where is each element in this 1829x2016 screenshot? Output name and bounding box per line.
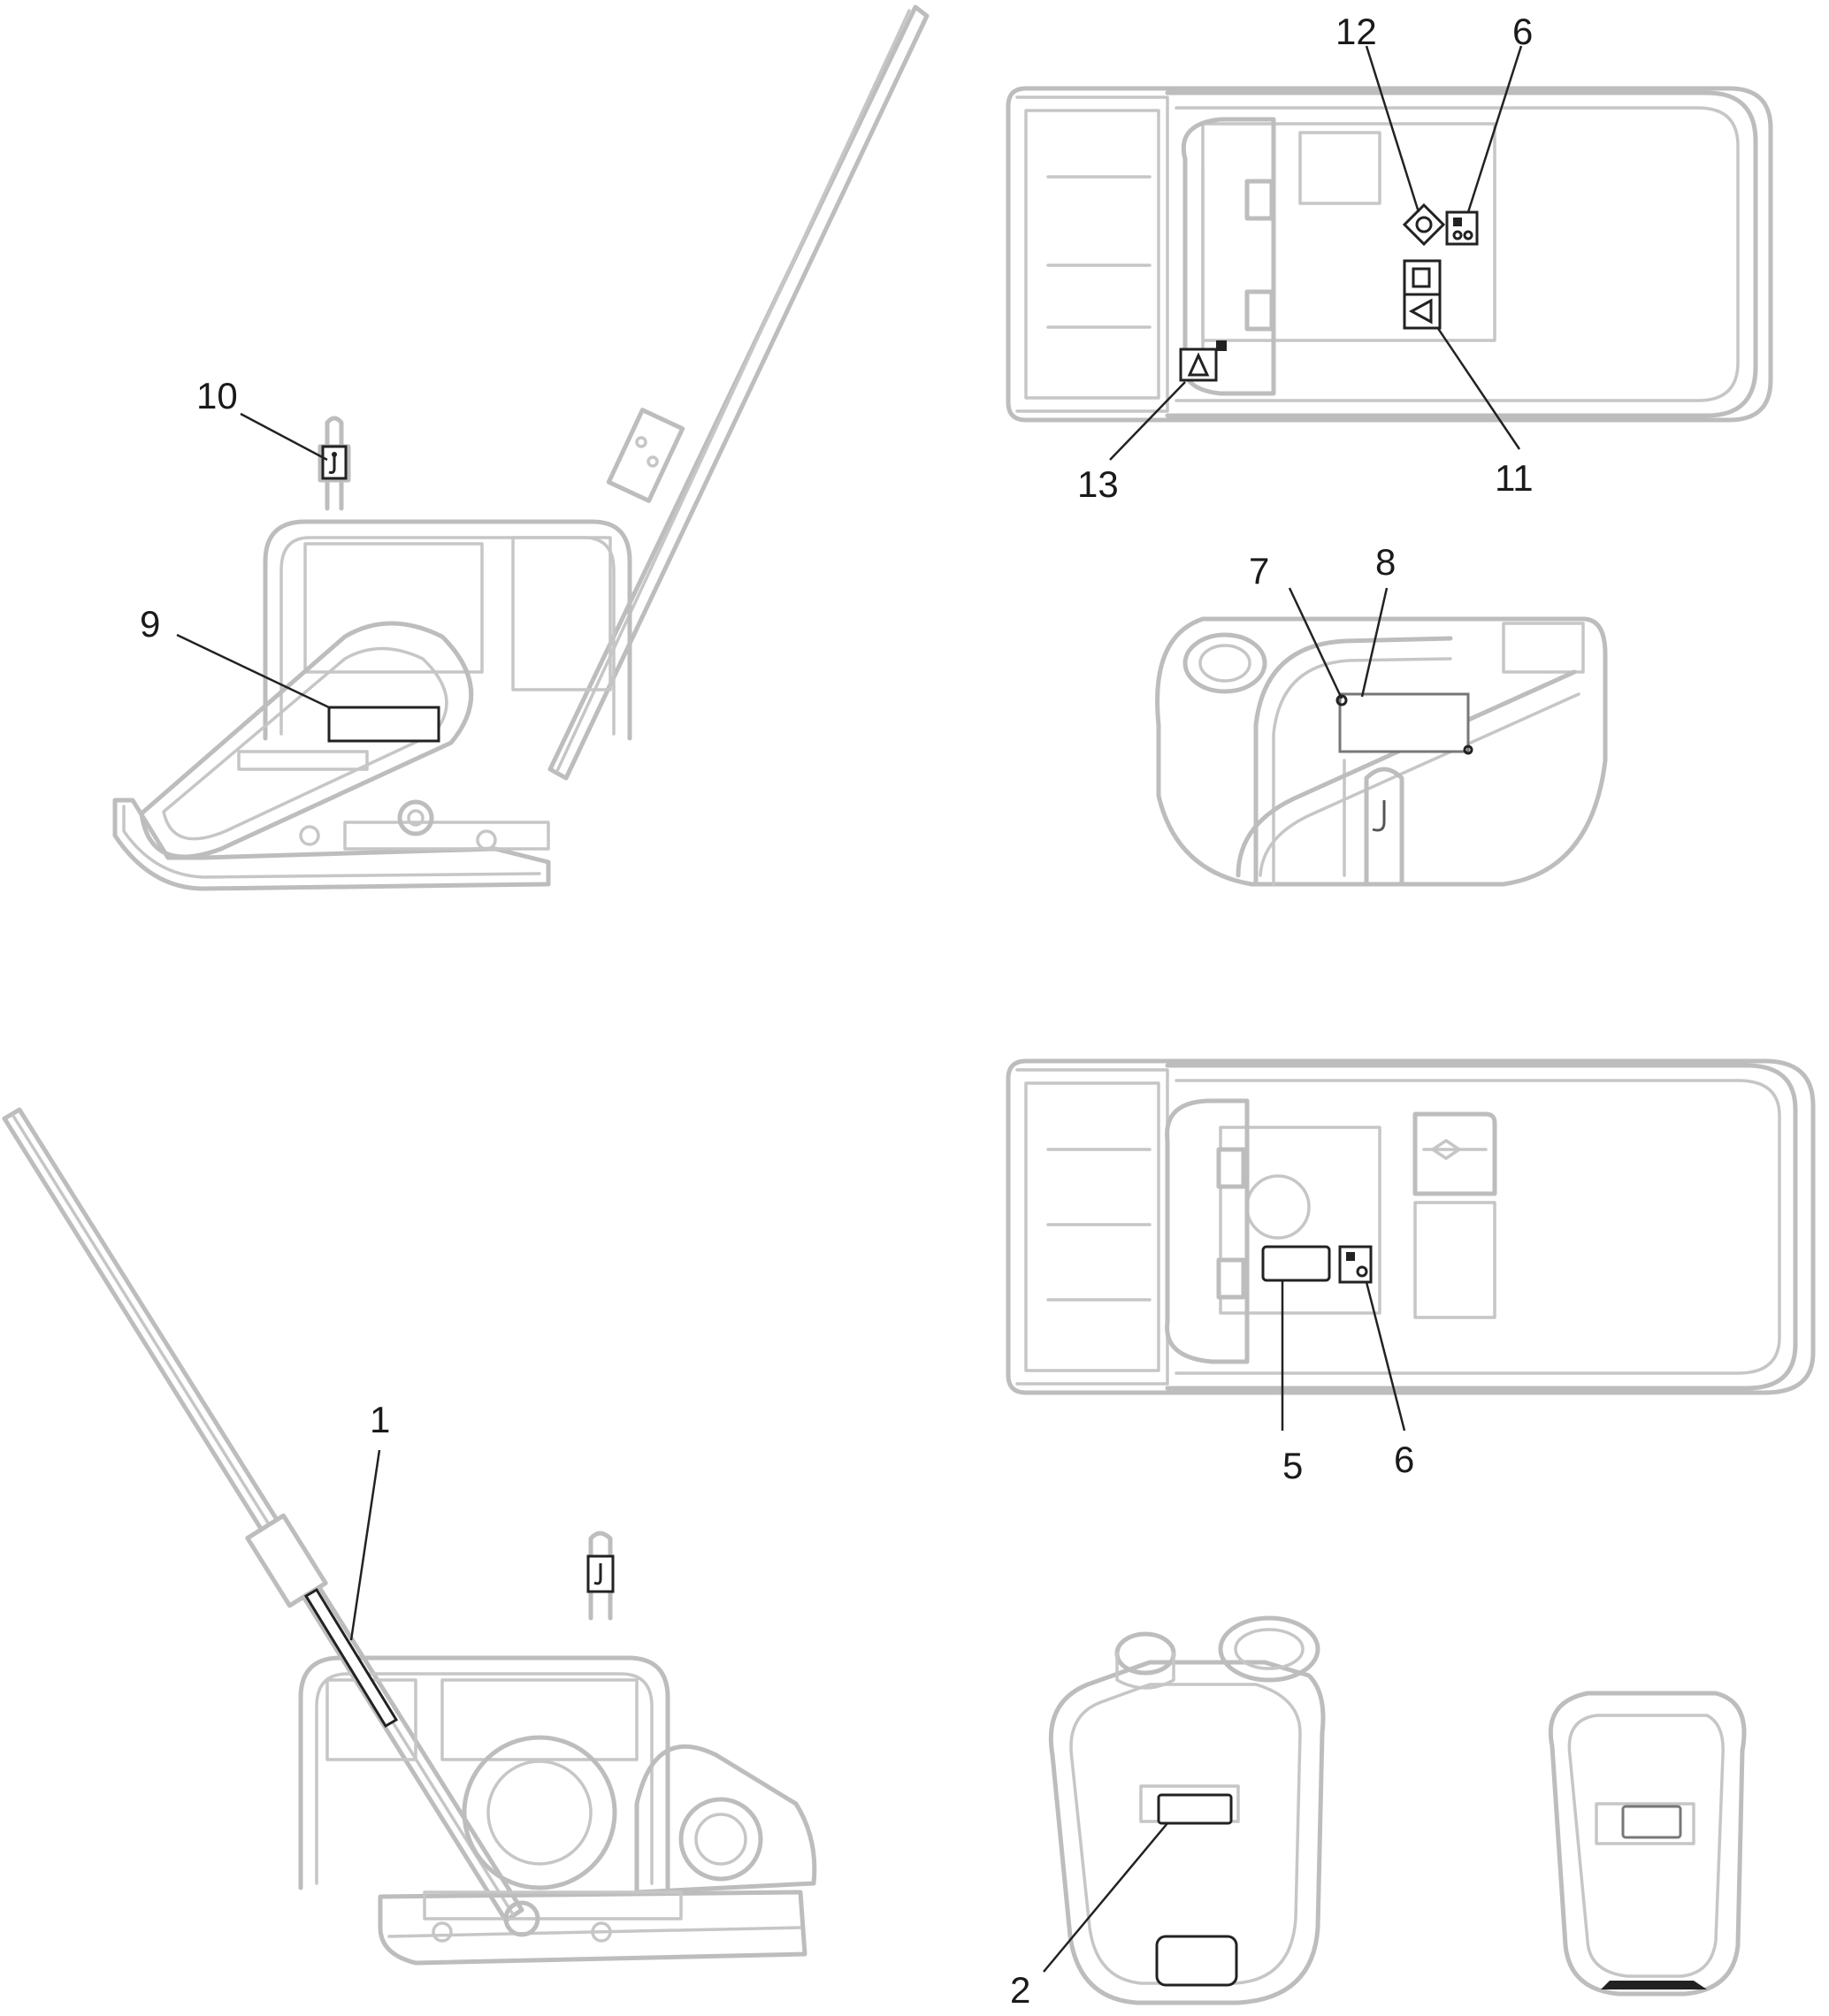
decal-11 [1403,259,1442,330]
callout-10: 10 [196,375,238,416]
decal-1 [303,1587,399,1729]
callout-7: 7 [1249,550,1269,592]
decal-2 [1157,1793,1233,1825]
callout-6-top: 6 [1512,11,1533,52]
side-view-front [112,4,930,891]
leader-lines [176,45,1523,1973]
side-view-rear [2,1107,817,1966]
decal-9 [327,706,440,743]
callout-1: 1 [370,1399,390,1440]
callout-2: 2 [1010,1969,1030,2011]
rear-hook-decal [586,1554,615,1593]
callout-numbers: 10 9 12 6 13 11 7 8 5 6 1 2 [140,11,1534,2011]
decal-6-bottom [1338,1245,1373,1284]
fuel-tank-view [1048,1615,1326,2005]
decal-12 [1402,202,1446,247]
decal-7 [1335,694,1348,706]
callout-9: 9 [140,603,160,645]
callout-6-bottom: 6 [1394,1439,1414,1480]
engine-closeup-view [1155,616,1608,887]
decal-5 [1261,1245,1331,1282]
callout-12: 12 [1335,11,1377,52]
top-view-upper [1006,86,1773,423]
decal-13 [1179,340,1227,382]
tank-cover-view [1548,1691,1747,1997]
decal-8 [1338,692,1470,753]
decal-10 [321,445,348,480]
top-view-lower [1006,1058,1816,1395]
callout-8: 8 [1375,541,1396,583]
callout-13: 13 [1077,463,1119,505]
decal-6-top [1445,210,1479,246]
callout-5: 5 [1282,1445,1303,1486]
callout-11: 11 [1495,457,1534,499]
